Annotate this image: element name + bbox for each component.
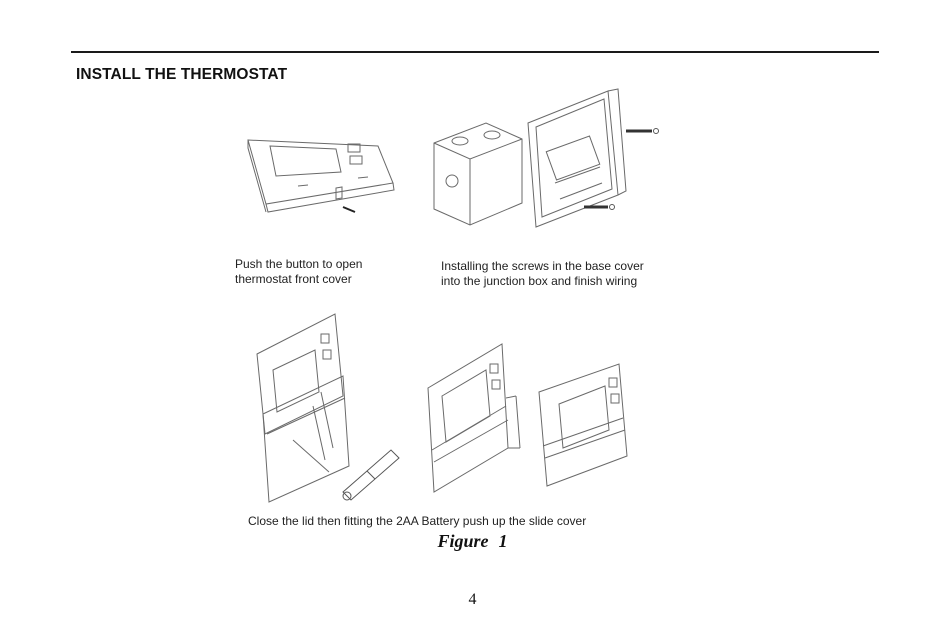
caption-line: into the junction box and finish wiring: [441, 274, 638, 288]
figure-label: Figure 1: [0, 531, 945, 552]
section-title: INSTALL THE THERMOSTAT: [76, 66, 288, 83]
figure-number: 1: [498, 531, 508, 551]
caption-line: thermostat front cover: [235, 272, 352, 286]
page-number: 4: [468, 591, 477, 608]
thermostat-slide-cover-illustration: [424, 338, 524, 498]
caption-install-screws: Installing the screws in the base cover …: [441, 259, 701, 289]
thermostat-front-cover-illustration: [238, 128, 398, 218]
header-rule: [71, 51, 879, 53]
figure-label-text: Figure: [437, 531, 489, 551]
caption-open-front-cover: Push the button to open thermostat front…: [235, 257, 425, 287]
junction-box-base-cover-illustration: [430, 83, 670, 233]
caption-line: Installing the screws in the base cover: [441, 259, 644, 273]
thermostat-battery-illustration: [253, 310, 403, 500]
caption-battery-slide-cover: Close the lid then fitting the 2AA Batte…: [248, 514, 587, 528]
caption-line: Push the button to open: [235, 257, 363, 271]
thermostat-closed-illustration: [535, 358, 635, 488]
